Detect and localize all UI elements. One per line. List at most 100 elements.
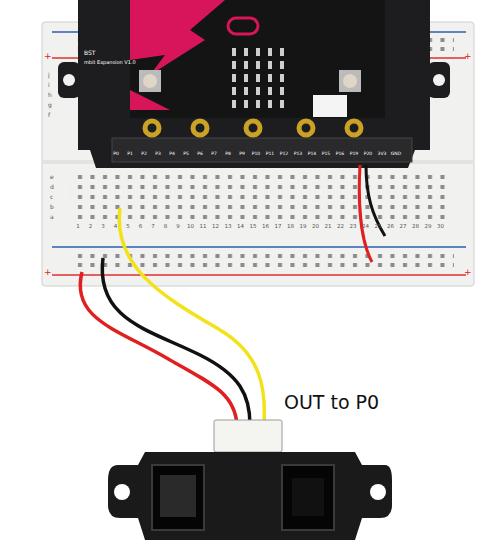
led: [256, 48, 260, 56]
column-number: 6: [139, 224, 143, 230]
column-number: 17: [275, 224, 282, 230]
column-number: 9: [176, 224, 180, 230]
pin-name: P0: [113, 152, 119, 157]
led: [268, 74, 272, 82]
led: [244, 74, 248, 82]
column-number: 20: [312, 224, 319, 230]
led: [232, 100, 236, 108]
led: [244, 61, 248, 69]
column-number: 30: [437, 224, 444, 230]
led: [232, 87, 236, 95]
column-number: 2: [89, 224, 93, 230]
row-letter: c: [50, 194, 53, 200]
rail-sign: +: [464, 52, 472, 61]
row-letter: j: [48, 72, 50, 78]
row-letter: a: [50, 214, 54, 220]
pin-name: P2: [141, 152, 147, 157]
led: [256, 61, 260, 69]
pin-name: GND: [391, 152, 401, 157]
row-letter: f: [48, 112, 50, 118]
led: [244, 87, 248, 95]
pin-name: P1: [127, 152, 133, 157]
led: [280, 100, 284, 108]
row-letter: e: [50, 174, 54, 180]
expansion-board: [78, 0, 430, 168]
column-number: 26: [387, 224, 394, 230]
black-wire: [102, 258, 250, 425]
ir-distance-sensor: [108, 452, 392, 540]
led: [280, 74, 284, 82]
column-number: 4: [114, 224, 118, 230]
column-number: 16: [262, 224, 269, 230]
led: [268, 61, 272, 69]
pin-name: P13: [294, 152, 302, 157]
board-label: mbit Expansion V1.0: [84, 60, 136, 65]
column-number: 28: [412, 224, 419, 230]
led: [232, 61, 236, 69]
led: [256, 100, 260, 108]
column-number: 21: [325, 224, 332, 230]
pin-name: P6: [197, 152, 203, 157]
led: [268, 100, 272, 108]
row-letter: h: [48, 92, 52, 98]
pin-name: P5: [183, 152, 189, 157]
row-letter: b: [50, 204, 54, 210]
pin-name: P8: [225, 152, 231, 157]
led: [232, 74, 236, 82]
led: [280, 61, 284, 69]
led: [280, 87, 284, 95]
pin-name: 3V3: [378, 152, 387, 157]
column-number: 8: [164, 224, 168, 230]
pin-name: P12: [280, 152, 288, 157]
signal-label: OUT to P0: [282, 392, 381, 413]
rail-sign: +: [44, 52, 52, 61]
led: [256, 87, 260, 95]
column-number: 25: [375, 224, 382, 230]
column-number: 5: [126, 224, 130, 230]
pin-name: P9: [239, 152, 245, 157]
column-number: 19: [300, 224, 307, 230]
led: [268, 48, 272, 56]
row-letter: g: [48, 102, 52, 108]
led: [256, 74, 260, 82]
led: [268, 87, 272, 95]
column-number: 1: [76, 224, 80, 230]
column-number: 22: [337, 224, 344, 230]
led: [244, 100, 248, 108]
pin-name: P3: [155, 152, 161, 157]
pin-name: P11: [266, 152, 274, 157]
led: [244, 48, 248, 56]
pin-name: P10: [252, 152, 260, 157]
led: [232, 48, 236, 56]
board-label: BST: [84, 50, 95, 56]
row-letter: d: [50, 184, 54, 190]
pin-name: P15: [322, 152, 330, 157]
column-number: 12: [212, 224, 219, 230]
row-letter: i: [48, 82, 50, 88]
column-number: 15: [250, 224, 257, 230]
rail-sign: +: [44, 268, 52, 277]
column-number: 24: [362, 224, 369, 230]
pin-name: P16: [336, 152, 344, 157]
pin-name: P14: [308, 152, 316, 157]
column-number: 14: [237, 224, 244, 230]
sensor-connector: [214, 420, 282, 452]
column-number: 11: [200, 224, 207, 230]
column-number: 3: [101, 224, 105, 230]
column-number: 29: [425, 224, 432, 230]
column-number: 27: [400, 224, 407, 230]
rail-sign: +: [464, 268, 472, 277]
yellow-wire: [119, 208, 264, 425]
led: [280, 48, 284, 56]
column-number: 23: [350, 224, 357, 230]
column-number: 18: [287, 224, 294, 230]
pin-name: P19: [350, 152, 358, 157]
microbit: [130, 0, 385, 118]
pin-name: P7: [211, 152, 217, 157]
pin-name: P20: [364, 152, 372, 157]
column-number: 13: [225, 224, 232, 230]
column-number: 7: [151, 224, 155, 230]
pin-name: P4: [169, 152, 175, 157]
